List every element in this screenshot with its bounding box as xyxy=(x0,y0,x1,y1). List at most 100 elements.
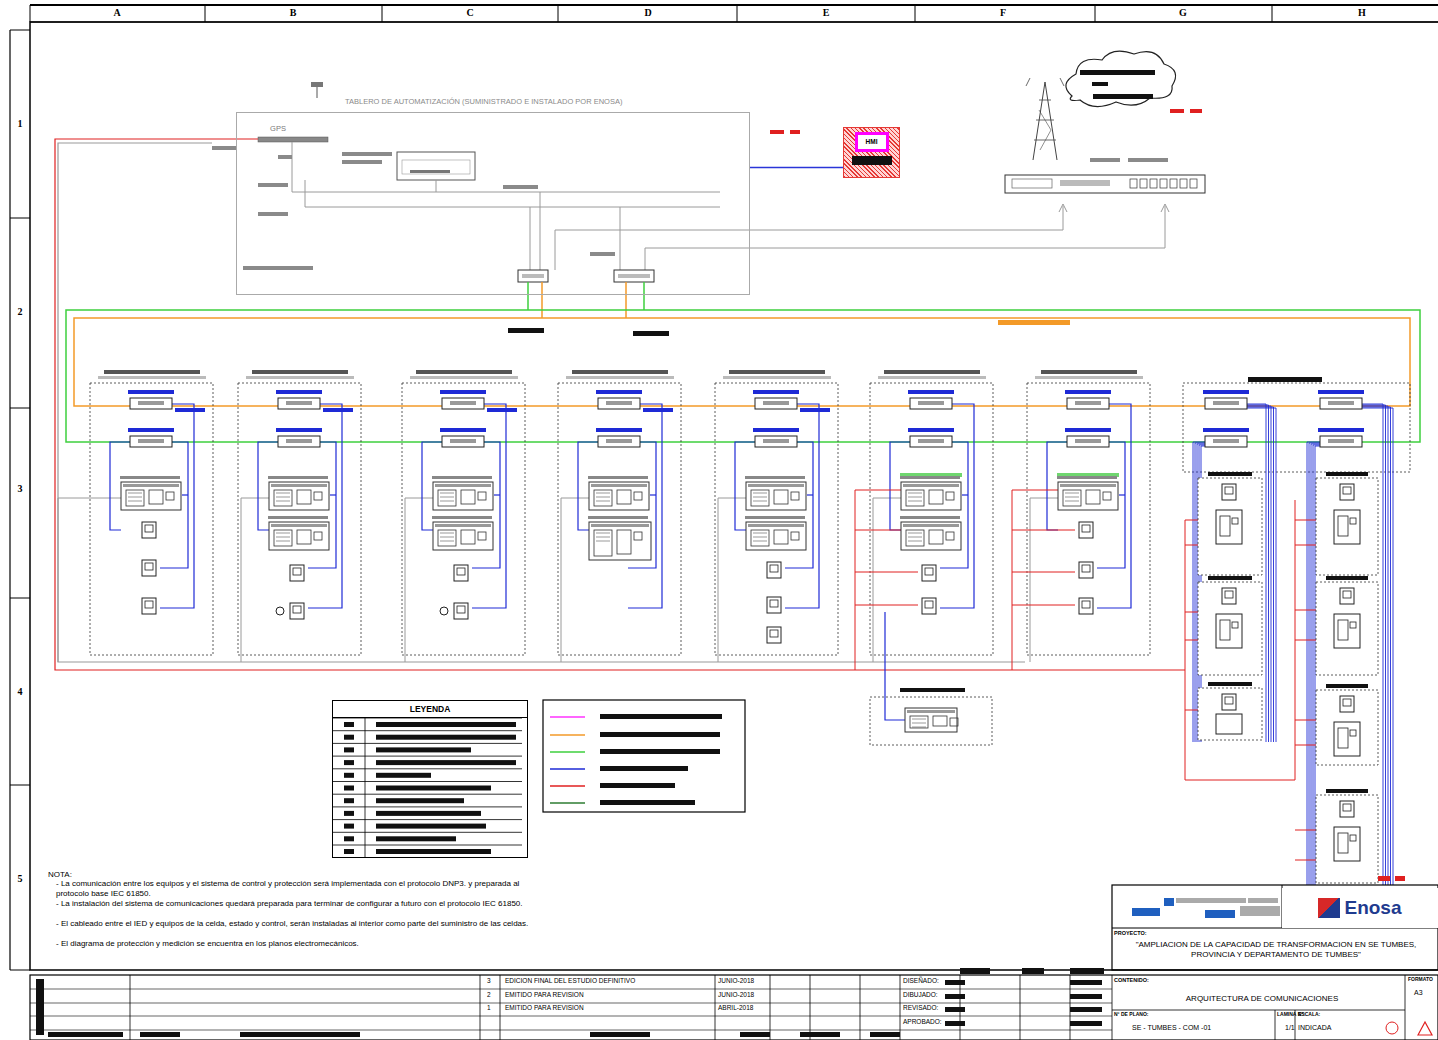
network-switch xyxy=(1320,436,1362,447)
ied-relay xyxy=(1216,714,1242,734)
router-port xyxy=(1190,179,1197,188)
ied-detail xyxy=(276,501,290,502)
inner-frame xyxy=(30,22,1438,970)
redacted-text xyxy=(1248,377,1322,382)
grid-divider xyxy=(10,408,30,409)
network-switch xyxy=(518,270,548,282)
logo-part xyxy=(1132,908,1160,916)
redacted-text xyxy=(745,476,805,479)
ied-detail xyxy=(128,501,142,502)
meter-symbol xyxy=(767,597,781,613)
redacted-text xyxy=(600,732,720,737)
meter-symbol xyxy=(922,565,936,581)
switch-detail xyxy=(1328,439,1354,443)
table-rule xyxy=(1282,885,1283,928)
meter-display xyxy=(145,601,153,608)
arrow-head xyxy=(1161,204,1169,212)
meter-display xyxy=(293,568,301,575)
switch-detail xyxy=(606,401,632,405)
table-rule xyxy=(1275,1010,1276,1040)
meter-display xyxy=(770,600,778,607)
redacted-text xyxy=(1128,158,1168,162)
redacted-text xyxy=(344,747,354,752)
cell-outline xyxy=(870,697,992,745)
redacted-text xyxy=(416,370,512,374)
ied-detail xyxy=(903,524,959,527)
ied-detail xyxy=(753,501,767,502)
redacted-text xyxy=(633,331,669,336)
revision-date: JUNIO-2018 xyxy=(718,991,754,998)
router-link xyxy=(645,206,1165,270)
redacted-mark xyxy=(770,130,784,134)
ied-keypad xyxy=(933,716,947,726)
network-switch xyxy=(755,436,797,447)
redacted-text xyxy=(376,798,464,803)
router-unit xyxy=(1005,175,1205,193)
ied-display xyxy=(594,530,612,556)
redacted-text xyxy=(376,773,431,778)
ied-detail xyxy=(128,497,142,498)
table-rule xyxy=(1112,1010,1405,1011)
ied-detail xyxy=(1065,497,1079,498)
ied-keypad xyxy=(149,490,163,504)
switch-detail xyxy=(606,439,632,443)
ied-detail xyxy=(166,492,174,500)
redacted-text xyxy=(1065,428,1111,432)
redacted-text xyxy=(596,390,642,394)
ethernet-wire xyxy=(650,494,656,495)
table-rule xyxy=(30,1016,1112,1017)
legend-table: LEYENDA xyxy=(332,700,528,858)
network-switch xyxy=(278,436,320,447)
redacted-text xyxy=(140,1032,180,1037)
ied-detail xyxy=(276,533,290,534)
cell-outline xyxy=(1316,582,1378,675)
redacted-text xyxy=(440,390,486,394)
redacted-text xyxy=(588,476,648,479)
control-wire xyxy=(1030,498,1058,662)
ied-detail xyxy=(276,493,290,494)
ied-display xyxy=(906,530,924,546)
grid-divider xyxy=(737,5,738,22)
ied-detail xyxy=(314,532,322,540)
ring-link xyxy=(625,282,627,318)
redacted-text xyxy=(1080,70,1155,75)
cell-outline xyxy=(1316,690,1378,765)
ied-relay xyxy=(269,482,329,510)
router-port xyxy=(1140,179,1147,188)
revision-number: 2 xyxy=(487,991,491,998)
switch-detail xyxy=(450,401,476,405)
table-rule xyxy=(332,781,522,782)
redacted-text xyxy=(1326,576,1368,580)
switch-detail xyxy=(763,439,789,443)
redacted-text xyxy=(344,760,354,765)
meter-display xyxy=(770,565,778,572)
redacted-text xyxy=(1070,994,1102,999)
redacted-text xyxy=(566,376,674,379)
redacted-mark xyxy=(790,130,800,134)
table-rule xyxy=(332,832,522,833)
ied-relay xyxy=(1216,510,1242,544)
antenna-mast xyxy=(317,87,318,98)
projection-symbol xyxy=(1386,1022,1398,1034)
ied-detail xyxy=(1350,730,1356,736)
ring-link xyxy=(527,282,529,310)
redacted-text xyxy=(596,428,642,432)
router-port xyxy=(1170,179,1177,188)
switch-detail xyxy=(450,439,476,443)
network-switch xyxy=(598,398,640,409)
meter-display xyxy=(1082,601,1090,608)
ied-detail xyxy=(753,493,767,494)
redacted-text xyxy=(1318,390,1364,394)
control-wire xyxy=(718,498,746,662)
cell-outline xyxy=(715,383,838,655)
redacted-text xyxy=(240,1032,360,1037)
redacted-text xyxy=(1070,1007,1102,1012)
contact-symbol xyxy=(440,607,448,615)
serial-wire xyxy=(1012,605,1075,606)
ied-keypad xyxy=(461,490,475,504)
ied-display xyxy=(1063,490,1081,506)
redacted-text xyxy=(243,266,313,270)
switch-detail xyxy=(1328,401,1354,405)
redacted-text xyxy=(36,979,44,1035)
legend-sample xyxy=(550,785,585,787)
